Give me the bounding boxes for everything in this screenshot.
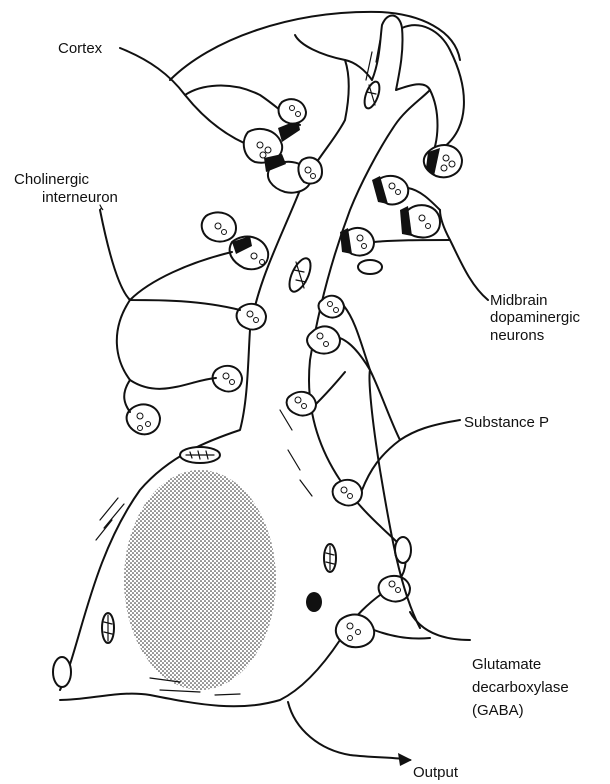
label-glutamate-line1: Glutamate [472,656,541,673]
label-glutamate-line3: (GABA) [472,702,524,719]
nucleus [124,470,276,690]
synapse-cholinergic-3 [237,304,266,330]
synapse-substance-p-3 [287,392,316,416]
label-substance-p: Substance P [464,414,549,431]
gaba-fiber [374,630,430,639]
substance-p-fiber [316,372,345,404]
cortex-axon [170,12,460,80]
cholinergic-fiber [117,300,216,389]
synapse-gaba-2 [336,615,374,648]
cut-process-left [53,657,71,687]
label-cholinergic-line1: Cholinergic [14,171,89,188]
cholinergic-fiber [130,252,232,300]
synapse-substance-p-2 [307,326,340,353]
dendrite-branch [295,35,345,60]
synapse-dopamine-4 [340,228,374,256]
label-midbrain-line3: neurons [490,327,544,344]
synapse-cholinergic-1 [202,212,236,241]
label-midbrain-line2: dopaminergic [490,309,580,326]
dopaminergic-fiber [440,210,488,300]
synapse-cortex-2 [279,99,306,123]
synapse-dopamine-2 [372,176,408,205]
synapse-cholinergic-5 [127,404,160,434]
cholinergic-fiber [124,380,130,412]
synapse-cortex-3 [264,154,322,193]
label-cortex: Cortex [58,40,102,57]
label-output: Output [413,764,458,781]
substance-p-fiber [344,306,370,370]
synapse-dopamine-3 [400,205,440,237]
label-glutamate-line2: decarboxylase [472,679,569,696]
synapse-substance-p-1 [319,296,344,318]
label-midbrain-line1: Midbrain [490,292,548,309]
output-axon [288,702,410,760]
synapse-substance-p-4 [333,480,362,506]
label-cholinergic-line2: interneuron [42,189,118,206]
synapse-cholinergic-4 [213,366,242,392]
synapse-dopamine-1 [424,145,462,177]
dopaminergic-fiber [374,240,450,242]
output-arrowhead [398,753,412,766]
dense-body [306,592,322,612]
cut-spine [358,260,382,274]
synapse-cholinergic-2 [230,236,269,269]
